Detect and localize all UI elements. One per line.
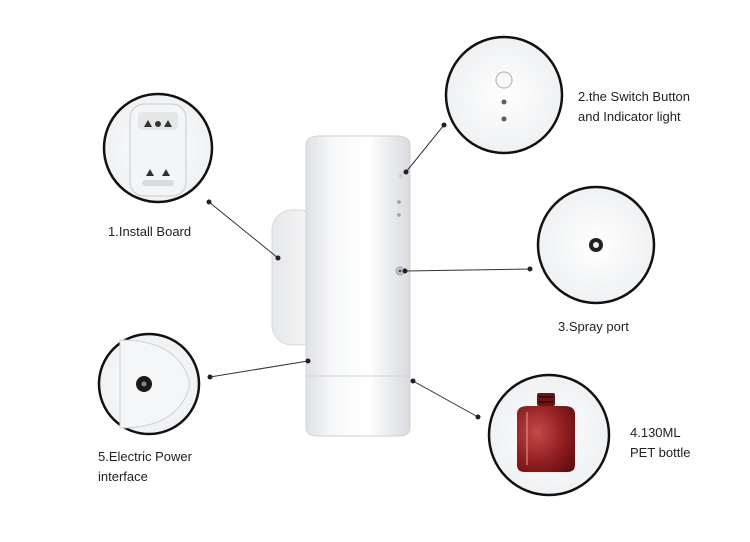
detail-power-interface <box>99 334 199 434</box>
leader-spray-port <box>405 269 530 271</box>
label-pet-bottle-line-2: PET bottle <box>630 443 690 463</box>
label-spray-port-line-1: 3.Spray port <box>558 317 629 337</box>
leader-power-interface <box>210 361 308 377</box>
label-switch-button-line-2: and Indicator light <box>578 107 690 127</box>
label-switch-button: 2.the Switch Button and Indicator light <box>578 87 690 127</box>
detail-pet-bottle <box>489 375 609 495</box>
label-power-interface-line-1: 5.Electric Power <box>98 447 192 467</box>
leader-install-board <box>209 202 278 258</box>
label-pet-bottle: 4.130ML PET bottle <box>630 423 690 463</box>
detail-switch-button <box>446 37 562 153</box>
label-power-interface-line-2: interface <box>98 467 192 487</box>
diffuser-device <box>272 136 410 436</box>
leader-switch-button <box>406 125 444 172</box>
leader-pet-bottle <box>413 381 478 417</box>
label-install-board: 1.Install Board <box>108 222 191 242</box>
label-power-interface: 5.Electric Power interface <box>98 447 192 487</box>
label-switch-button-line-1: 2.the Switch Button <box>578 87 690 107</box>
label-install-board-line-1: 1.Install Board <box>108 222 191 242</box>
detail-spray-port <box>538 187 654 303</box>
detail-install-board <box>104 94 212 202</box>
label-pet-bottle-line-1: 4.130ML <box>630 423 690 443</box>
label-spray-port: 3.Spray port <box>558 317 629 337</box>
